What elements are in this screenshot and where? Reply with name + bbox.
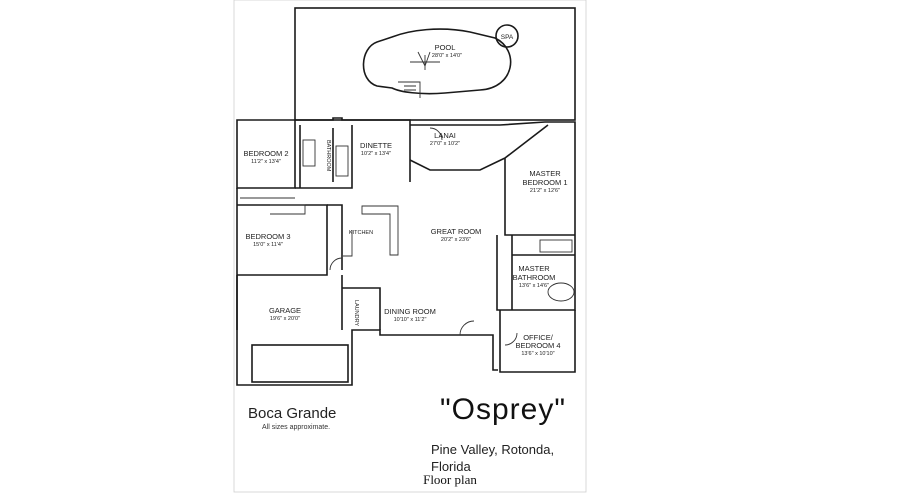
master-walls [504,124,575,236]
master-tub [547,282,575,302]
master-bath-label-1: MASTER [518,264,550,273]
kitchen-cabinets [343,230,353,257]
location-line-2: Florida [431,459,471,474]
dinette-label: DINETTE [360,141,392,150]
vanity [539,239,573,253]
location: Pine Valley, Rotonda, Florida [431,441,554,475]
dining-room-label: DINING ROOM [384,307,436,316]
south-walls [236,275,498,386]
laundry-walls [341,275,381,330]
pool-deck [294,7,576,121]
office-label-1: OFFICE/ [523,333,553,342]
shower [335,145,349,177]
dining-room-size: 10'10" x 11'2" [394,317,427,323]
door-swing [329,257,343,271]
spa [495,24,519,48]
community-name: Boca Grande [248,405,337,422]
pool-drain [410,51,440,70]
pool [362,28,512,95]
master-bath-size: 13'6" x 14'6" [519,283,549,289]
master-bedroom-label-1: MASTER [529,169,561,178]
pool-size: 28'0" x 14'0" [432,53,462,59]
sizes-note: All sizes approximate. [262,424,331,431]
lanai-size: 27'0" x 10'2" [430,141,460,147]
great-room-label: GREAT ROOM [431,227,482,236]
dinette-size: 10'2" x 13'4" [361,151,391,157]
master-bath-label-2: BATHROOM [513,273,556,282]
model-name: "Osprey" [440,393,566,426]
master-bedroom-size: 21'2" x 12'6" [530,188,560,194]
office-label-2: BEDROOM 4 [515,341,560,350]
bedroom2-size: 11'2" x 13'4" [251,159,281,165]
door-swing [429,127,443,141]
page-frame [233,0,587,493]
garage-size: 19'6" x 20'0" [270,316,300,322]
pool-label: POOL [435,43,456,52]
laundry-label: LAUNDRY [353,300,359,327]
bathroom-label: BATHROOM [325,140,331,172]
kitchen-label: KITCHEN [349,230,373,236]
spa-label: SPA [501,34,514,41]
pool-steps [398,81,421,98]
bath-walls [295,125,353,189]
master-bath-walls [496,235,576,311]
bathtub [302,139,316,167]
kitchen-counter [361,205,399,256]
door-swing [459,320,475,336]
bedroom2-label: BEDROOM 2 [243,149,288,158]
office-size: 13'6" x 10'10" [521,351,554,357]
bedroom3-label: BEDROOM 3 [245,232,290,241]
great-room-size: 20'2" x 23'6" [441,237,471,243]
bedroom3-size: 15'0" x 11'4" [253,242,283,248]
closet-lines [240,197,306,215]
lanai-inner-wall [409,157,506,171]
kitchen-west-wall [327,204,343,270]
door-swing [504,332,518,346]
north-walls [295,117,576,238]
location-line-1: Pine Valley, Rotonda, [431,442,555,457]
garage-label: GARAGE [269,306,301,315]
lanai-label: LANAI [434,131,456,140]
garage-door [251,344,349,383]
figure-caption: Floor plan [423,472,477,487]
office-walls [499,310,576,373]
master-bedroom-label-2: BEDROOM 1 [522,178,567,187]
